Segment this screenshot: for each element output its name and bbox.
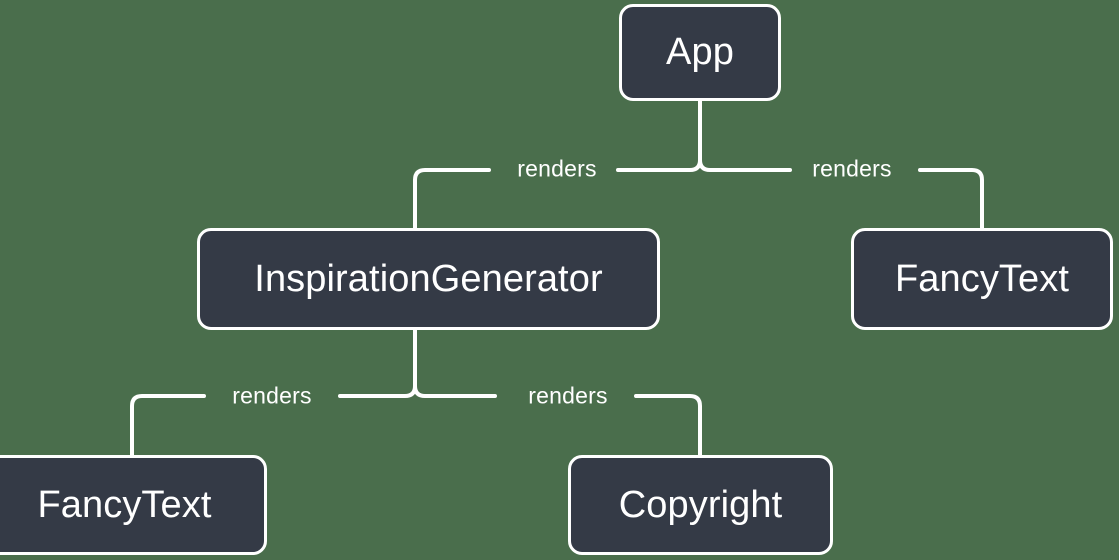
node-copyright[interactable]: Copyright	[568, 455, 833, 555]
node-fancytext-bottom[interactable]: FancyText	[0, 455, 267, 555]
edge-app-to-fancytext-right	[918, 168, 984, 230]
node-app-label: App	[666, 31, 734, 73]
edge-app-trunk	[616, 99, 702, 172]
edge-label-inspiration-generator-to-copyright: renders	[528, 382, 608, 409]
edge-app-to-inspiration-generator	[413, 168, 491, 230]
node-inspiration-generator-label: InspirationGenerator	[254, 257, 603, 300]
node-fancytext-right[interactable]: FancyText	[851, 228, 1113, 330]
node-copyright-label: Copyright	[618, 483, 783, 526]
edge-label-app-to-inspiration-generator: renders	[517, 155, 597, 182]
node-app[interactable]: App	[619, 4, 781, 101]
edge-inspiration-to-fancytext-bottom	[130, 394, 206, 457]
edge-app-trunk-right	[698, 158, 792, 172]
edge-inspiration-trunk-right	[413, 384, 497, 398]
node-inspiration-generator[interactable]: InspirationGenerator	[197, 228, 660, 330]
node-fancytext-bottom-label: FancyText	[37, 483, 212, 526]
edge-inspiration-trunk	[338, 328, 417, 398]
edge-label-app-to-fancytext-right: renders	[812, 155, 892, 182]
edge-label-inspiration-generator-to-fancytext-bottom: renders	[232, 382, 312, 409]
edge-inspiration-to-copyright	[634, 394, 702, 457]
node-fancytext-right-label: FancyText	[894, 257, 1070, 300]
